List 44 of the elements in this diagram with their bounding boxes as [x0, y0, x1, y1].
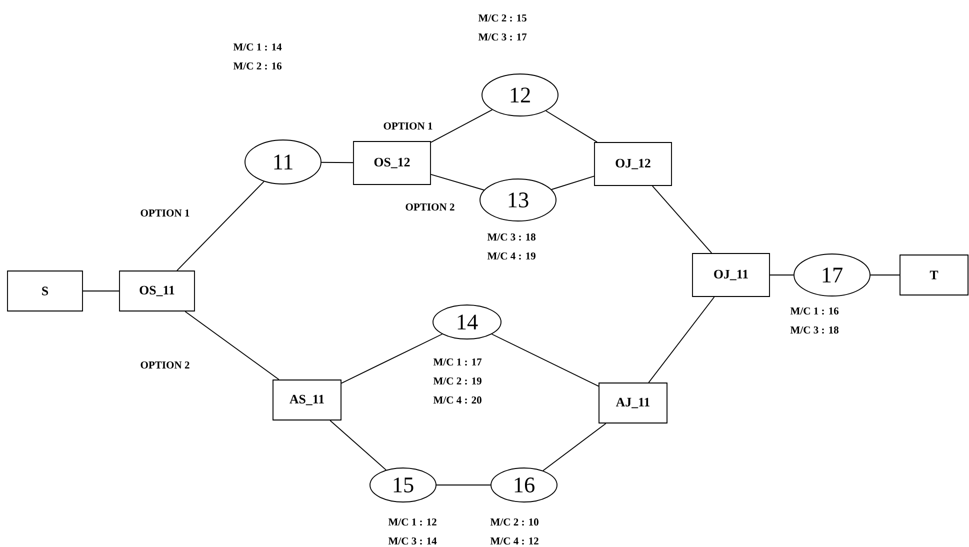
machine-time-label: M/C 2 : 15	[478, 14, 526, 22]
process-box: OJ_12	[594, 142, 672, 186]
process-box: OS_12	[353, 141, 431, 185]
edge-label: OPTION 1	[139, 208, 191, 218]
machine-time-label: M/C 1 : 12	[388, 518, 436, 526]
edge-label: OPTION 2	[139, 360, 191, 370]
machine-time-label: M/C 4 : 20	[433, 396, 482, 404]
connector-line	[430, 109, 493, 143]
machine-time-label: M/C 2 : 10	[490, 518, 538, 526]
connector-line	[770, 274, 794, 276]
connector-line	[436, 484, 491, 486]
machine-time-label: M/C 3 : 14	[388, 537, 437, 545]
process-box: T	[900, 254, 968, 296]
connector-line	[82, 290, 120, 292]
connector-line	[341, 334, 443, 384]
process-box: OJ_11	[692, 253, 770, 297]
connector-line	[176, 181, 264, 271]
connector-line	[184, 311, 280, 380]
connector-line	[551, 176, 594, 190]
edge-label: OPTION 2	[404, 202, 456, 212]
connector-line	[546, 110, 598, 142]
connector-line	[648, 296, 715, 383]
machine-time-label: M/C 3 : 17	[478, 33, 527, 41]
machine-time-label: M/C 3 : 18	[487, 233, 536, 241]
machine-time-label: M/C 1 : 14	[233, 43, 282, 51]
edge-label: OPTION 1	[382, 121, 434, 131]
machine-time-label: M/C 1 : 16	[790, 307, 839, 315]
machine-time-label: M/C 2 : 16	[233, 62, 282, 70]
connector-line	[652, 186, 712, 254]
machine-time-label: M/C 4 : 19	[487, 252, 536, 260]
connector-line	[330, 420, 386, 470]
connector-line	[542, 423, 606, 472]
connector-line	[430, 174, 484, 190]
connector-line	[870, 274, 900, 276]
process-box: S	[7, 270, 83, 312]
machine-time-label: M/C 2 : 19	[433, 377, 482, 385]
process-box: OS_11	[119, 270, 195, 312]
connector-line	[491, 334, 599, 387]
process-box: AS_11	[272, 380, 342, 420]
connector-line	[321, 162, 354, 164]
process-box: AJ_11	[598, 382, 668, 424]
machine-time-label: M/C 4 : 12	[490, 537, 538, 545]
machine-time-label: M/C 3 : 18	[790, 326, 838, 334]
machine-time-label: M/C 1 : 17	[433, 358, 482, 366]
